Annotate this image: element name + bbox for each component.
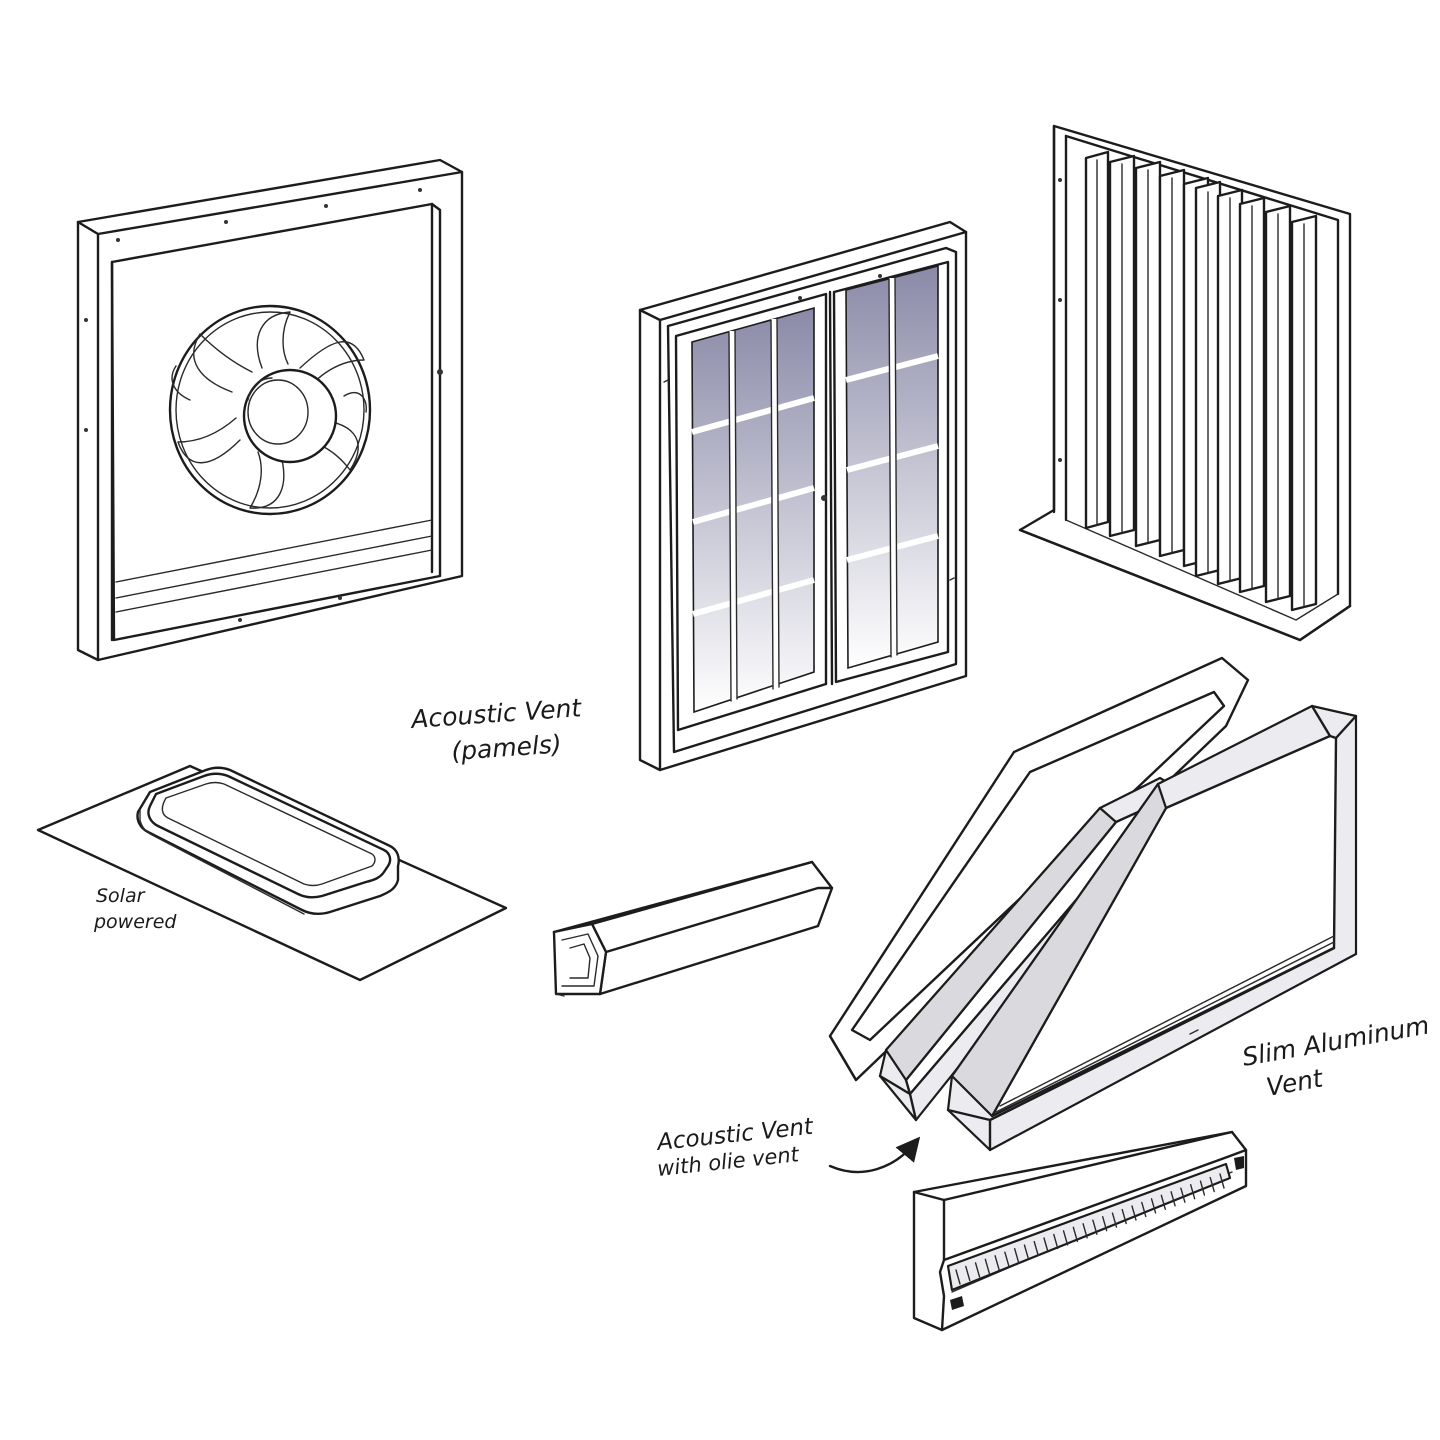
- grille-slots: [955, 1173, 1225, 1285]
- grille-slot: [1092, 1219, 1098, 1235]
- grille-slot: [1131, 1205, 1137, 1221]
- grille-slot: [974, 1262, 981, 1278]
- grille-slot: [1072, 1226, 1079, 1243]
- slim-aluminum-frame: [828, 656, 1358, 1152]
- solar-panel-box: [136, 766, 400, 915]
- louver-vent: [1018, 124, 1352, 642]
- solar-roof-vent: [36, 764, 508, 982]
- trickle-vent-bar: [552, 860, 834, 997]
- grille-slot: [994, 1255, 1000, 1271]
- grille-slot: [1209, 1176, 1215, 1193]
- fan-vent: [76, 158, 464, 662]
- fan-icon: [168, 304, 372, 516]
- grille-slot: [1062, 1230, 1069, 1246]
- slim-line1: Slim Aluminum: [1240, 1010, 1431, 1071]
- double-glazed-window: [638, 220, 968, 772]
- grille-slot: [1180, 1187, 1186, 1203]
- grille-slot: [1111, 1212, 1118, 1228]
- louver-slats: [1084, 150, 1318, 612]
- grille-slot: [1023, 1244, 1030, 1260]
- grille-slot: [1101, 1215, 1108, 1232]
- grille-slot: [1219, 1173, 1225, 1189]
- label-slim-aluminum: Slim Aluminum Vent: [1240, 1010, 1431, 1101]
- label-solar: Solar powered: [93, 885, 177, 933]
- grille-slot: [1170, 1191, 1176, 1207]
- grille-slot: [1053, 1233, 1059, 1250]
- label-acoustic-panels: Acoustic Vent (pamels): [408, 693, 583, 766]
- slim-line2: Vent: [1264, 1063, 1326, 1102]
- grille-slot: [984, 1258, 991, 1275]
- grille-slot: [1189, 1183, 1196, 1200]
- grille-slot: [1004, 1251, 1010, 1267]
- grille-slot: [1121, 1208, 1127, 1225]
- grille-slot: [965, 1265, 971, 1282]
- label-olie-vent: Acoustic Vent with olie vent: [654, 1114, 815, 1181]
- grille-slot: [1033, 1240, 1039, 1257]
- grille-slot: [1141, 1201, 1147, 1218]
- solar-line1: Solar: [96, 885, 146, 907]
- grille-slot: [1150, 1198, 1157, 1214]
- grille-slot: [1082, 1223, 1088, 1239]
- grille-slot: [955, 1269, 961, 1285]
- grille-vent-bar: [912, 1130, 1248, 1332]
- grille-slot: [1199, 1180, 1206, 1196]
- acoustic-panels-line1: Acoustic Vent: [408, 693, 583, 734]
- curved-arrow: [828, 1136, 921, 1174]
- grille-slot: [1013, 1247, 1020, 1264]
- grille-slot: [1160, 1194, 1167, 1211]
- solar-line2: powered: [93, 911, 177, 933]
- grille-slot: [1043, 1237, 1049, 1253]
- acoustic-panels-line2: (pamels): [450, 729, 562, 766]
